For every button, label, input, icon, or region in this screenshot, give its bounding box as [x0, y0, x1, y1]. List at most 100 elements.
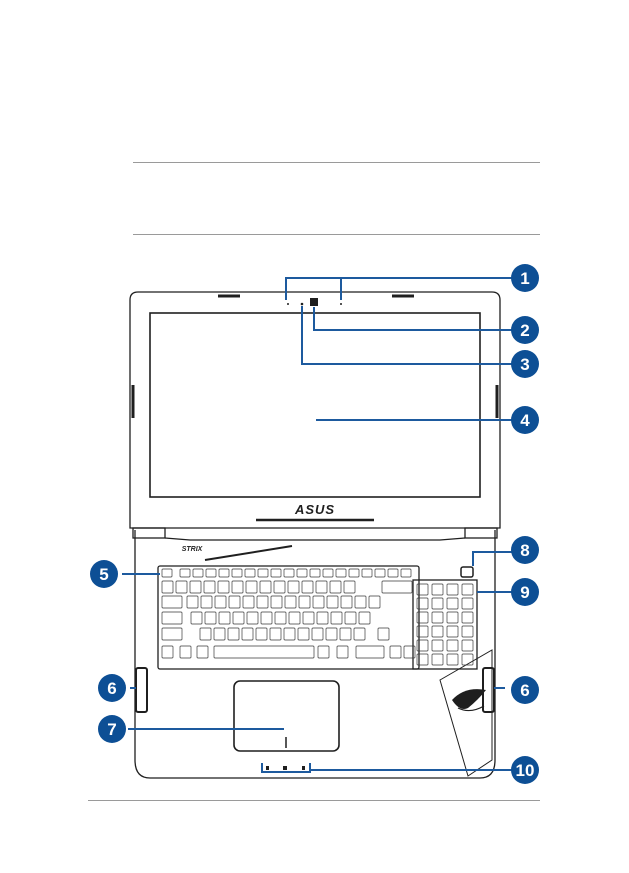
- numpad-key: [447, 626, 458, 637]
- brand-stripe: [205, 546, 292, 560]
- keyboard-key: [193, 569, 203, 577]
- keyboard-key: [232, 581, 243, 593]
- hinge-left: [133, 528, 165, 538]
- keyboard-key: [390, 646, 401, 658]
- callout-2: 2: [511, 316, 539, 344]
- numpad-key: [462, 584, 473, 595]
- callout-1: 1: [511, 264, 539, 292]
- keyboard-key: [349, 569, 359, 577]
- keyboard-key: [310, 569, 320, 577]
- numpad-key: [447, 640, 458, 651]
- callout-number: 9: [520, 583, 529, 602]
- keyboard-key: [233, 612, 244, 624]
- keyboard-key: [218, 581, 229, 593]
- keyboard-key: [382, 581, 412, 593]
- mic-left: [287, 303, 289, 305]
- numpad-key: [462, 612, 473, 623]
- keyboard-key: [359, 612, 370, 624]
- keyboard-key: [326, 628, 337, 640]
- mic-right: [340, 303, 342, 305]
- numpad-key: [432, 626, 443, 637]
- hinge-right: [465, 528, 497, 538]
- numeric-keypad: [413, 580, 477, 669]
- keyboard-key: [204, 581, 215, 593]
- keyboard-key: [214, 646, 314, 658]
- callout-number: 10: [516, 761, 535, 780]
- numpad-key: [462, 626, 473, 637]
- numpad-key: [462, 640, 473, 651]
- camera-indicator: [301, 303, 304, 306]
- callout-number: 7: [107, 720, 116, 739]
- callout-number: 6: [520, 681, 529, 700]
- keyboard-key: [298, 628, 309, 640]
- callout-9: 9: [511, 578, 539, 606]
- callout-line-2: [314, 307, 517, 330]
- keyboard-key: [284, 569, 294, 577]
- keyboard-key: [336, 569, 346, 577]
- strix-logo: STRIX: [182, 546, 204, 553]
- keyboard-key: [219, 569, 229, 577]
- keyboard-key: [191, 612, 202, 624]
- callout-number: 2: [520, 321, 529, 340]
- callout-8: 8: [511, 536, 539, 564]
- keyboard-key: [369, 596, 380, 608]
- keyboard-key: [275, 612, 286, 624]
- keyboard-key: [187, 596, 198, 608]
- keyboard-key: [242, 628, 253, 640]
- callout-number: 8: [520, 541, 529, 560]
- keyboard-key: [256, 628, 267, 640]
- callout-number: 1: [520, 269, 529, 288]
- keyboard-key: [162, 612, 182, 624]
- keyboard-key: [388, 569, 398, 577]
- keyboard-key: [246, 581, 257, 593]
- keyboard-key: [288, 581, 299, 593]
- keyboard-key: [299, 596, 310, 608]
- keyboard-key: [260, 581, 271, 593]
- keyboard-key: [345, 612, 356, 624]
- rog-emblem: [452, 689, 486, 710]
- callout-number: 5: [99, 565, 108, 584]
- callout-3: 3: [511, 350, 539, 378]
- keyboard-key: [362, 569, 372, 577]
- keyboard-key: [243, 596, 254, 608]
- keyboard-key: [197, 646, 208, 658]
- numpad-key: [447, 584, 458, 595]
- callout-10: 10: [511, 756, 539, 784]
- numpad-key: [462, 598, 473, 609]
- keyboard-key: [341, 596, 352, 608]
- keyboard-key: [190, 581, 201, 593]
- keyboard-key: [215, 596, 226, 608]
- keyboard-key: [375, 569, 385, 577]
- numpad-key: [432, 640, 443, 651]
- keyboard-key: [354, 628, 365, 640]
- keyboard-key: [337, 646, 348, 658]
- power-button: [461, 567, 473, 577]
- callout-6-right: 6: [511, 676, 539, 704]
- callout-number: 6: [107, 679, 116, 698]
- keyboard-key: [355, 596, 366, 608]
- keyboard-key: [313, 596, 324, 608]
- callout-5: 5: [90, 560, 118, 588]
- keyboard-key: [378, 628, 389, 640]
- keyboard-key: [258, 569, 268, 577]
- numpad-key: [432, 584, 443, 595]
- keyboard-key: [344, 581, 355, 593]
- keyboard-key: [180, 569, 190, 577]
- keyboard-key: [200, 628, 211, 640]
- display-panel: [150, 313, 480, 497]
- numpad-key: [432, 598, 443, 609]
- keyboard-key: [205, 612, 216, 624]
- keyboard-key: [180, 646, 191, 658]
- callout-line-3: [302, 306, 517, 364]
- numpad-key: [462, 654, 473, 665]
- asus-logo: ASUS: [294, 502, 335, 517]
- keyboard-key: [206, 569, 216, 577]
- keyboard-key: [274, 581, 285, 593]
- keyboard-key: [270, 628, 281, 640]
- keyboard-key: [176, 581, 187, 593]
- keyboard-key: [271, 596, 282, 608]
- numpad-key: [432, 612, 443, 623]
- keyboard-key: [316, 581, 327, 593]
